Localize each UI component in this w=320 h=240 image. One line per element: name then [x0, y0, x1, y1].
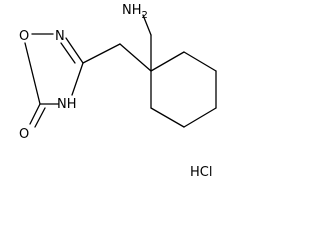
ring-nitrogen-h-label: NH: [57, 97, 77, 112]
cyclohexane-ring: [150, 51, 217, 128]
bond-c5-o1: [24, 42, 41, 105]
amine-label: NH2: [122, 3, 148, 21]
carbonyl-oxygen-label: O: [19, 127, 29, 142]
structure-diagram: NH2 O N NH O HCl: [19, 3, 217, 180]
ring-oxygen-label: O: [19, 29, 29, 44]
oxadiazolone-ring: [24, 33, 84, 105]
bond-c3-ch2: [82, 43, 121, 64]
bond-c3-n4: [71, 62, 84, 96]
bond-c5-o-double-1: [29, 103, 41, 125]
ring-nitrogen-top-label: N: [55, 29, 65, 44]
ring-bond-4: [183, 107, 217, 128]
salt-label: HCl: [190, 165, 212, 180]
bond-n2-c3-double: [60, 42, 76, 64]
bond-ch2-cq: [119, 43, 152, 72]
bond-c5-o-double-2: [34, 107, 46, 128]
ring-bond-5: [150, 107, 185, 128]
ring-bond-1: [150, 51, 185, 72]
bond-n2-c3: [65, 37, 84, 64]
bond-ch2n-n: [142, 14, 152, 36]
carbonyl-group: [29, 103, 46, 128]
ring-bond-2: [183, 51, 217, 72]
